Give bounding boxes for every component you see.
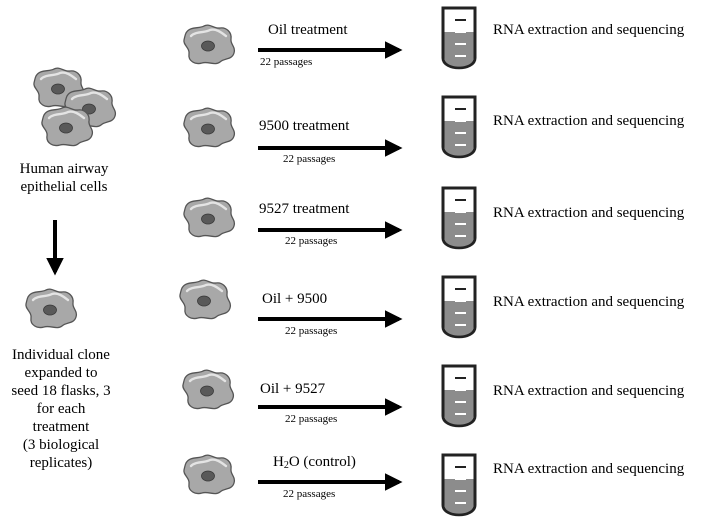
tube-icon — [441, 275, 477, 339]
cell-icon — [178, 278, 232, 320]
row-5 — [181, 364, 477, 428]
source-cells-cluster — [32, 66, 117, 147]
outcome-label: RNA extraction and sequencing — [493, 113, 685, 129]
passages-label: 22 passages — [285, 413, 338, 425]
row-1 — [182, 6, 477, 70]
cell-icon — [182, 453, 236, 495]
outcome-label: RNA extraction and sequencing — [493, 205, 685, 221]
clone-label: Individual clone expanded to seed 18 fla… — [11, 347, 111, 471]
control-prefix: H — [273, 454, 284, 470]
treatment-label: 9527 treatment — [259, 201, 350, 217]
treatment-label: Oil + 9500 — [262, 291, 328, 307]
passages-label: 22 passages — [285, 325, 338, 337]
tube-icon — [441, 364, 477, 428]
row-6 — [182, 453, 477, 517]
outcome-label: RNA extraction and sequencing — [493, 461, 685, 477]
row-3 — [182, 186, 477, 250]
row-2 — [182, 95, 477, 159]
cell-icon — [182, 196, 236, 238]
passages-label: 22 passages — [285, 235, 338, 247]
passages-label: 22 passages — [260, 56, 313, 68]
tube-icon — [441, 453, 477, 517]
tube-icon — [441, 186, 477, 250]
cell-icon — [182, 106, 236, 148]
treatment-label: Oil treatment — [268, 22, 348, 38]
cell-icon — [181, 368, 235, 410]
cell-icon — [182, 23, 236, 65]
clone-cell-icon — [24, 287, 78, 329]
tube-icon — [441, 6, 477, 70]
passages-label: 22 passages — [283, 153, 336, 165]
treatment-label: 9500 treatment — [259, 118, 350, 134]
control-subscript: 2 — [283, 460, 289, 471]
outcome-label: RNA extraction and sequencing — [493, 294, 685, 310]
outcome-label: RNA extraction and sequencing — [493, 22, 685, 38]
treatment-label-control: H2O (control) — [273, 453, 356, 471]
source-cells-label: Human airway epithelial cells — [19, 161, 109, 195]
row-4 — [178, 275, 477, 339]
cell-icon — [40, 105, 94, 147]
passages-label: 22 passages — [283, 488, 336, 500]
control-suffix: O (control) — [288, 454, 356, 470]
outcome-label: RNA extraction and sequencing — [493, 383, 685, 399]
tube-icon — [441, 95, 477, 159]
treatment-label: Oil + 9527 — [260, 381, 326, 397]
